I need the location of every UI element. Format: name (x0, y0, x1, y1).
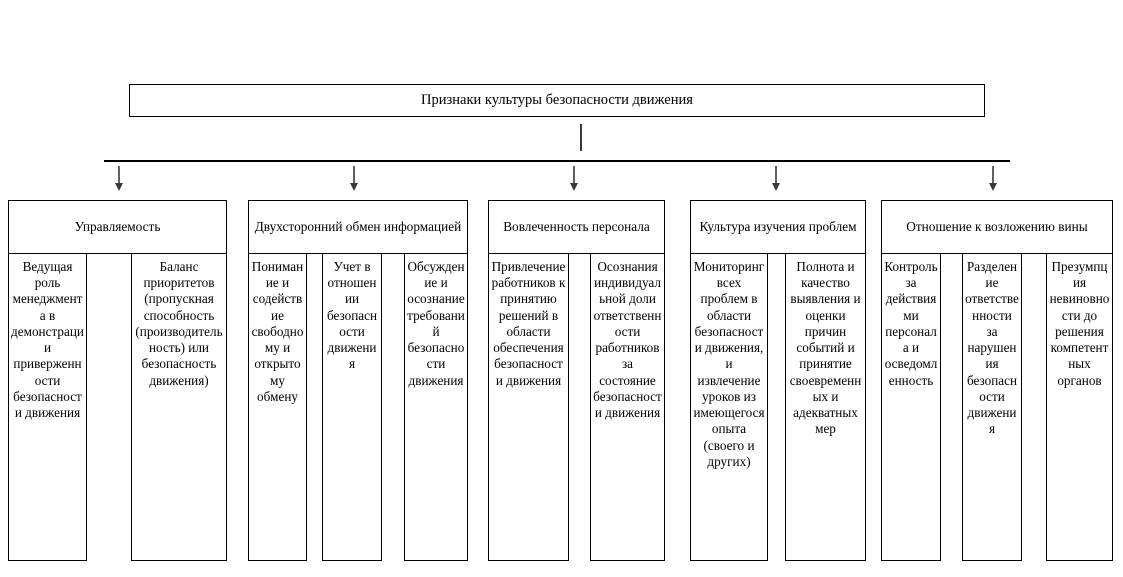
arrow-down-icon (769, 166, 783, 192)
leaf-box: Контроль за действиями персонала и освед… (881, 253, 941, 561)
group-header-otnoshenie-k-vozlozheniyu-viny: Отношение к возложению вины (881, 200, 1113, 254)
group-header-kultura-izucheniya-problem: Культура изучения проблем (690, 200, 866, 254)
leaf-text: Мониторинг всех проблем в области безопа… (693, 259, 765, 469)
group-label: Двухсторонний обмен информацией (254, 218, 462, 234)
leaf-box: Ведущая роль менеджмента в демонстрации … (8, 253, 87, 561)
group-label: Вовлеченность персонала (503, 218, 650, 234)
leaf-text: Привлечение работников к принятию решени… (491, 259, 566, 388)
group-header-obmen-informaciey: Двухсторонний обмен информацией (248, 200, 468, 254)
leaf-text: Контроль за действиями персонала и освед… (884, 259, 938, 388)
leaf-box: Мониторинг всех проблем в области безопа… (690, 253, 768, 561)
leaf-text: Обсуждение и осознание требований безопа… (407, 259, 465, 388)
leaf-text: Учет в отношении безопасности движения (326, 259, 378, 372)
leaf-text: Ведущая роль менеджмента в демонстрации … (11, 259, 84, 421)
leaf-text: Баланс приоритетов (пропускная способнос… (135, 259, 223, 388)
leaf-box: Привлечение работников к принятию решени… (488, 253, 569, 561)
group-header-upravlyaemost: Управляемость (8, 200, 227, 254)
leaf-box: Баланс приоритетов (пропускная способнос… (131, 253, 227, 561)
group-header-vovlechennost-personala: Вовлеченность персонала (488, 200, 665, 254)
vertical-connector-line (580, 124, 582, 151)
horizontal-distribution-bar (104, 160, 1010, 162)
leaf-text: Полнота и качество выявления и оценки пр… (789, 259, 862, 437)
root-title-box: Признаки культуры безопасности движения (129, 84, 985, 117)
leaf-box: Учет в отношении безопасности движения (322, 253, 382, 561)
leaf-box: Полнота и качество выявления и оценки пр… (785, 253, 866, 561)
leaf-text: Разделение ответственности за нарушения … (965, 259, 1019, 437)
root-title-text: Признаки культуры безопасности движения (421, 91, 693, 108)
arrow-down-icon (347, 166, 361, 192)
arrow-down-icon (986, 166, 1000, 192)
group-label: Отношение к возложению вины (906, 218, 1088, 234)
leaf-text: Понимание и содействие свободному и откр… (251, 259, 304, 404)
leaf-box: Обсуждение и осознание требований безопа… (404, 253, 468, 561)
leaf-text: Осознания индивидуальной доли ответствен… (593, 259, 662, 421)
leaf-text: Презумпция невиновности до решения компе… (1049, 259, 1110, 388)
leaf-box: Осознания индивидуальной доли ответствен… (590, 253, 665, 561)
leaf-box: Понимание и содействие свободному и откр… (248, 253, 307, 561)
arrow-down-icon (567, 166, 581, 192)
group-label: Культура изучения проблем (699, 218, 857, 234)
leaf-box: Разделение ответственности за нарушения … (962, 253, 1022, 561)
group-label: Управляемость (74, 218, 161, 234)
leaf-box: Презумпция невиновности до решения компе… (1046, 253, 1113, 561)
arrow-down-icon (112, 166, 126, 192)
